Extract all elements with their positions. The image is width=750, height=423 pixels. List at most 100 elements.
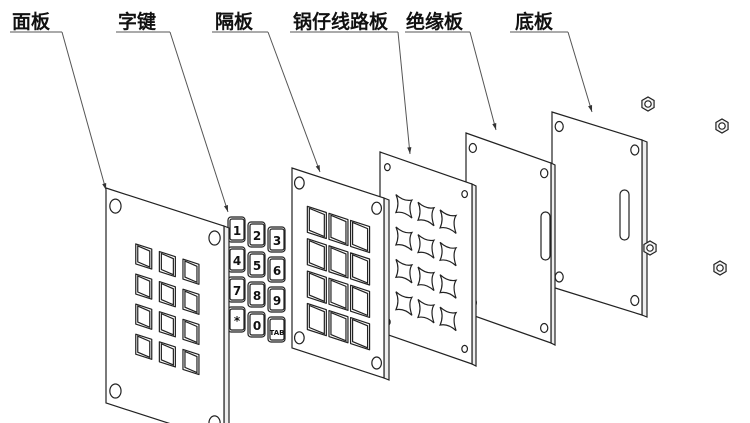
keycap-label: * [234,314,241,328]
spacer-cutout-bevel [330,214,347,245]
metal-dome [439,241,458,268]
spacer-cutout [328,212,349,247]
spacer-cutout [349,219,371,254]
leader-arrow-insulator [492,123,497,130]
keycap: 0 [247,311,266,338]
spacer-cutout-bevel [351,221,369,252]
base-plate [551,111,648,318]
keycap: 6 [267,256,286,283]
insulation-plate-face [465,132,552,344]
spacer-cutout-bevel [308,304,325,335]
keycap-face [229,278,245,301]
spacer-cutout-bevel [330,246,347,277]
hex-nut [643,240,657,256]
keycap: * [227,306,246,333]
keycap-label: 7 [233,284,241,298]
keycap-label: 4 [233,254,241,268]
spacer-cutout [349,317,371,351]
leader-arrow-spacer [315,165,320,172]
metal-dome [439,274,458,301]
spacer-mount-hole [293,176,305,190]
spacer-cutout-bevel [330,279,347,310]
keycap-face [249,313,265,336]
dome-pcb-face [379,151,473,365]
spacer-cutout [349,252,371,286]
panel-mount-hole [208,230,221,246]
label-base: 底板 [515,10,554,33]
spacer-cutout [306,205,327,240]
keycap-label: 5 [253,259,261,273]
spacer-cutout-bevel [308,239,325,270]
hex-nut [715,118,729,134]
base-mount-hole [630,294,640,307]
base-slot [619,189,630,241]
front-panel-edge [223,225,230,423]
keycap-face [249,283,265,306]
keycap-face [229,308,245,331]
panel-key-window-bevel [160,252,174,276]
keycap-face [269,288,285,311]
pcb-mount-hole [461,344,469,353]
panel-key-window-bevel [184,350,198,374]
label-panel: 面板 [12,10,51,33]
metal-dome [416,266,436,293]
keycap: 8 [247,281,266,308]
keycap-label: 0 [253,319,261,333]
insulation-mount-hole [540,322,549,334]
spacer-cutout-bevel [330,311,347,342]
spacer-cutout-bevel [308,207,325,238]
keycap-label: 2 [253,229,261,243]
base-mount-hole [554,271,564,283]
keycap: TAB [267,316,286,343]
label-spacer: 隔板 [215,10,254,33]
metal-dome [439,209,458,236]
metal-dome [394,291,414,318]
spacer-cutout-bevel [308,272,325,303]
base-mount-hole [554,120,564,133]
leader-line-spacer [267,31,321,173]
metal-dome [416,298,436,325]
hex-nut-hole [644,100,652,108]
keycap: 3 [267,226,286,253]
metal-dome [394,226,414,253]
keycap-face [269,228,285,251]
spacer-mount-hole [371,356,383,370]
pcb-mount-hole [383,163,391,172]
keycap-label: 6 [273,264,281,278]
panel-mount-hole [109,383,122,399]
metal-dome [416,201,436,228]
panel-key-window-bevel [160,342,174,366]
leader-arrow-pcb [407,147,412,154]
keycap-label: 8 [253,289,261,303]
keycap: 9 [267,286,286,313]
leader-line-keys [169,31,229,213]
keycap-label: 1 [233,224,241,238]
hex-nut-hole [718,122,726,130]
front-panel [105,187,230,423]
metal-dome [439,306,458,333]
label-insulator: 绝缘板 [406,10,464,33]
leader-line-base [567,31,593,113]
leader-arrow-base [588,105,593,112]
keycap: 1 [227,216,246,243]
keycap-face [269,258,285,281]
spacer-cutout [328,277,349,311]
insulation-slot [540,211,551,261]
spacer-mount-hole [293,331,305,345]
keycap: 4 [227,246,246,273]
keycap-face [229,248,245,271]
spacer-cutout [328,245,349,279]
leader-arrow-panel [102,183,107,190]
insulation-mount-hole [468,142,477,154]
spacer-cutout-bevel [351,253,369,284]
panel-key-window-bevel [184,260,198,284]
panel-key-window-bevel [137,244,151,268]
panel-key-window-bevel [137,335,151,359]
keycap-face [229,218,245,241]
panel-key-window-bevel [137,275,151,299]
keycap-label: 9 [273,294,281,308]
insulation-mount-hole [540,168,549,179]
dome-pcb [379,151,477,367]
spacer-cutout [306,302,327,337]
